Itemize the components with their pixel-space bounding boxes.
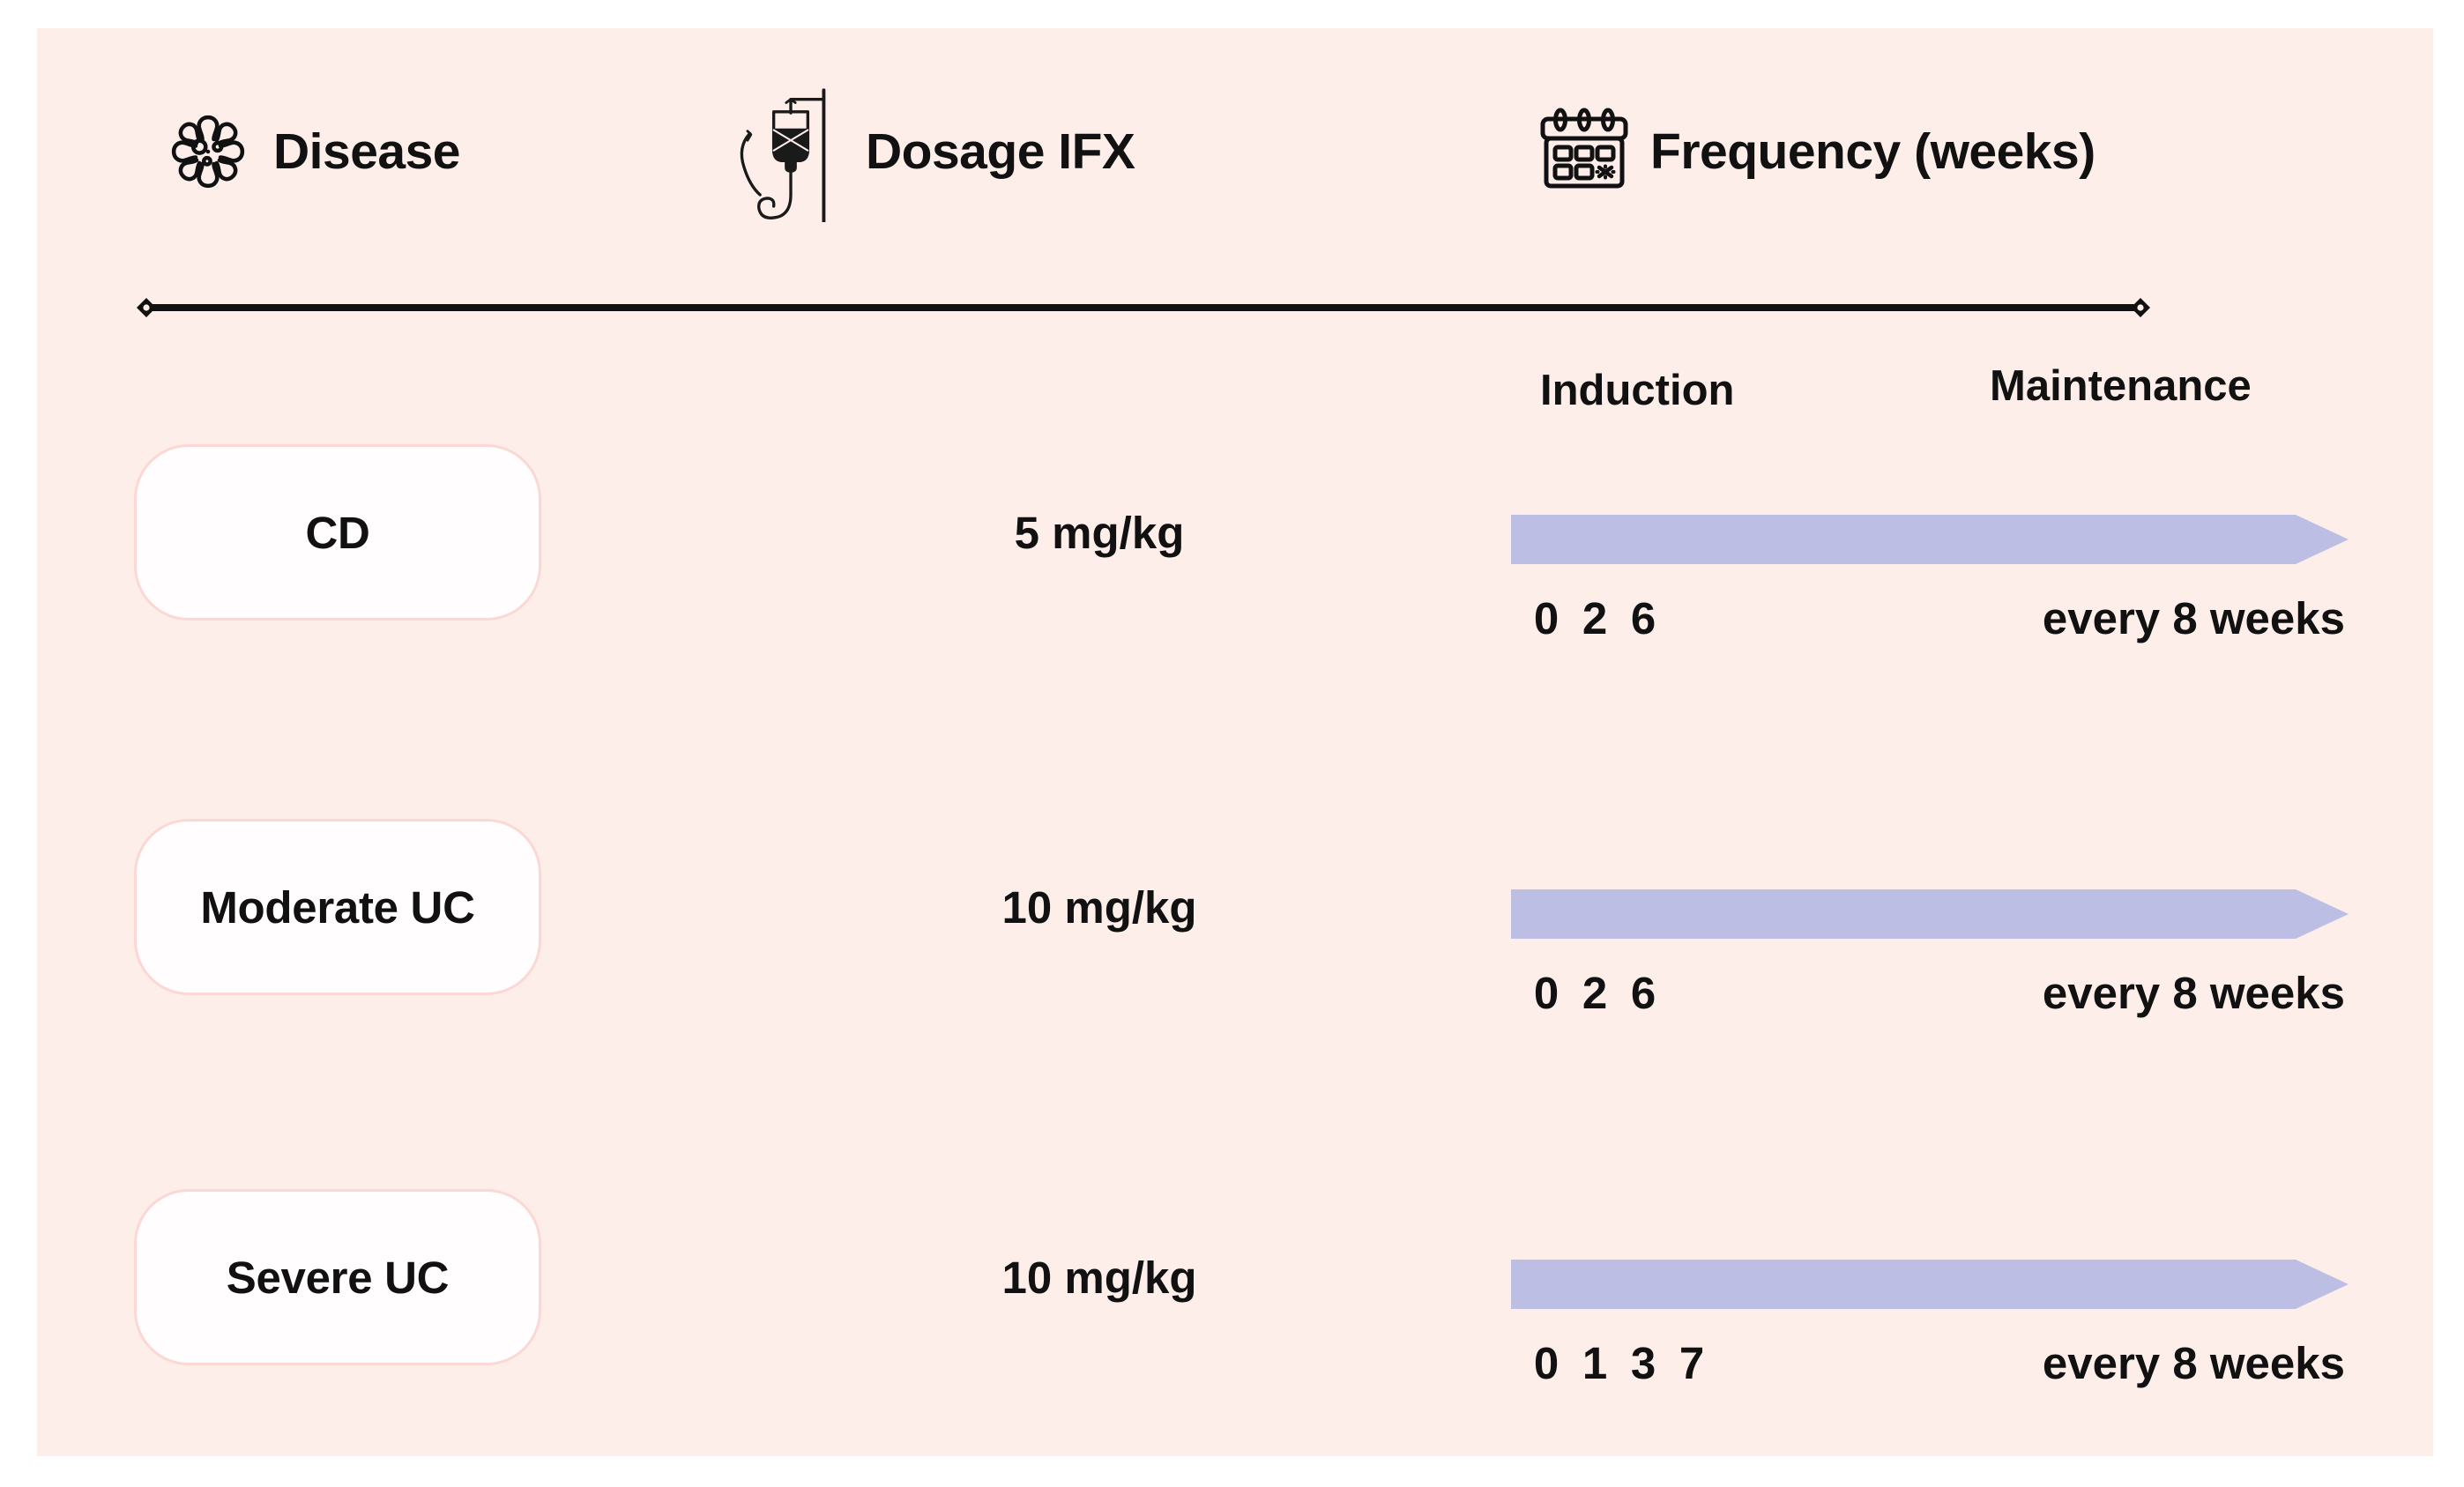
iv-drip-icon xyxy=(733,81,848,222)
week-number: 0 xyxy=(1533,968,1560,1018)
table-row: Moderate UC 10 mg/kg 0 2 6 every 8 weeks xyxy=(37,799,2433,1064)
week-number: 1 xyxy=(1582,1338,1608,1388)
dosage-value: 10 mg/kg xyxy=(1001,1252,1197,1303)
disease-label: CD xyxy=(305,507,370,558)
timeline-arrow xyxy=(1511,515,2349,564)
dosage-value: 5 mg/kg xyxy=(1014,507,1185,558)
phase-label-maintenance: Maintenance xyxy=(1990,362,2252,410)
header-label-frequency: Frequency (weeks) xyxy=(1650,123,2096,180)
header-label-disease: Disease xyxy=(273,123,461,180)
week-markers: 0 1 3 7 every 8 weeks xyxy=(1511,1337,2349,1399)
dosage-value: 10 mg/kg xyxy=(1001,881,1197,933)
week-number: 2 xyxy=(1582,593,1608,643)
week-number: 2 xyxy=(1582,968,1608,1018)
week-markers: 0 2 6 every 8 weeks xyxy=(1511,967,2349,1029)
table-row: CD 5 mg/kg 0 2 6 every 8 weeks xyxy=(37,425,2433,689)
week-number: 7 xyxy=(1679,1338,1705,1388)
header-divider xyxy=(134,294,2153,321)
phase-label-induction: Induction xyxy=(1540,367,1735,414)
header-label-dosage: Dosage IFX xyxy=(866,123,1135,180)
disease-pill: Severe UC xyxy=(134,1189,541,1365)
infographic-panel: Disease xyxy=(37,28,2433,1456)
maintenance-value: every 8 weeks xyxy=(2042,968,2345,1018)
disease-pill: CD xyxy=(134,444,541,621)
disease-label: Severe UC xyxy=(226,1252,450,1303)
timeline-arrow xyxy=(1511,1260,2349,1309)
timeline-arrow xyxy=(1511,889,2349,939)
virus-icon xyxy=(160,104,256,199)
header-column-frequency: Frequency (weeks) xyxy=(1536,108,2096,196)
maintenance-value: every 8 weeks xyxy=(2042,1338,2345,1388)
header-row: Disease xyxy=(37,28,2433,266)
week-number: 6 xyxy=(1630,593,1656,643)
header-column-disease: Disease xyxy=(160,104,461,199)
maintenance-value: every 8 weeks xyxy=(2042,593,2345,643)
week-number: 0 xyxy=(1533,1338,1560,1388)
week-number: 6 xyxy=(1630,968,1656,1018)
week-number: 3 xyxy=(1630,1338,1656,1388)
header-column-dosage: Dosage IFX xyxy=(733,81,1135,222)
table-row: Severe UC 10 mg/kg 0 1 3 7 every 8 weeks xyxy=(37,1170,2433,1434)
disease-label: Moderate UC xyxy=(200,881,475,933)
disease-pill: Moderate UC xyxy=(134,819,541,995)
week-number: 0 xyxy=(1533,593,1560,643)
week-markers: 0 2 6 every 8 weeks xyxy=(1511,592,2349,654)
calendar-icon xyxy=(1536,108,1633,196)
